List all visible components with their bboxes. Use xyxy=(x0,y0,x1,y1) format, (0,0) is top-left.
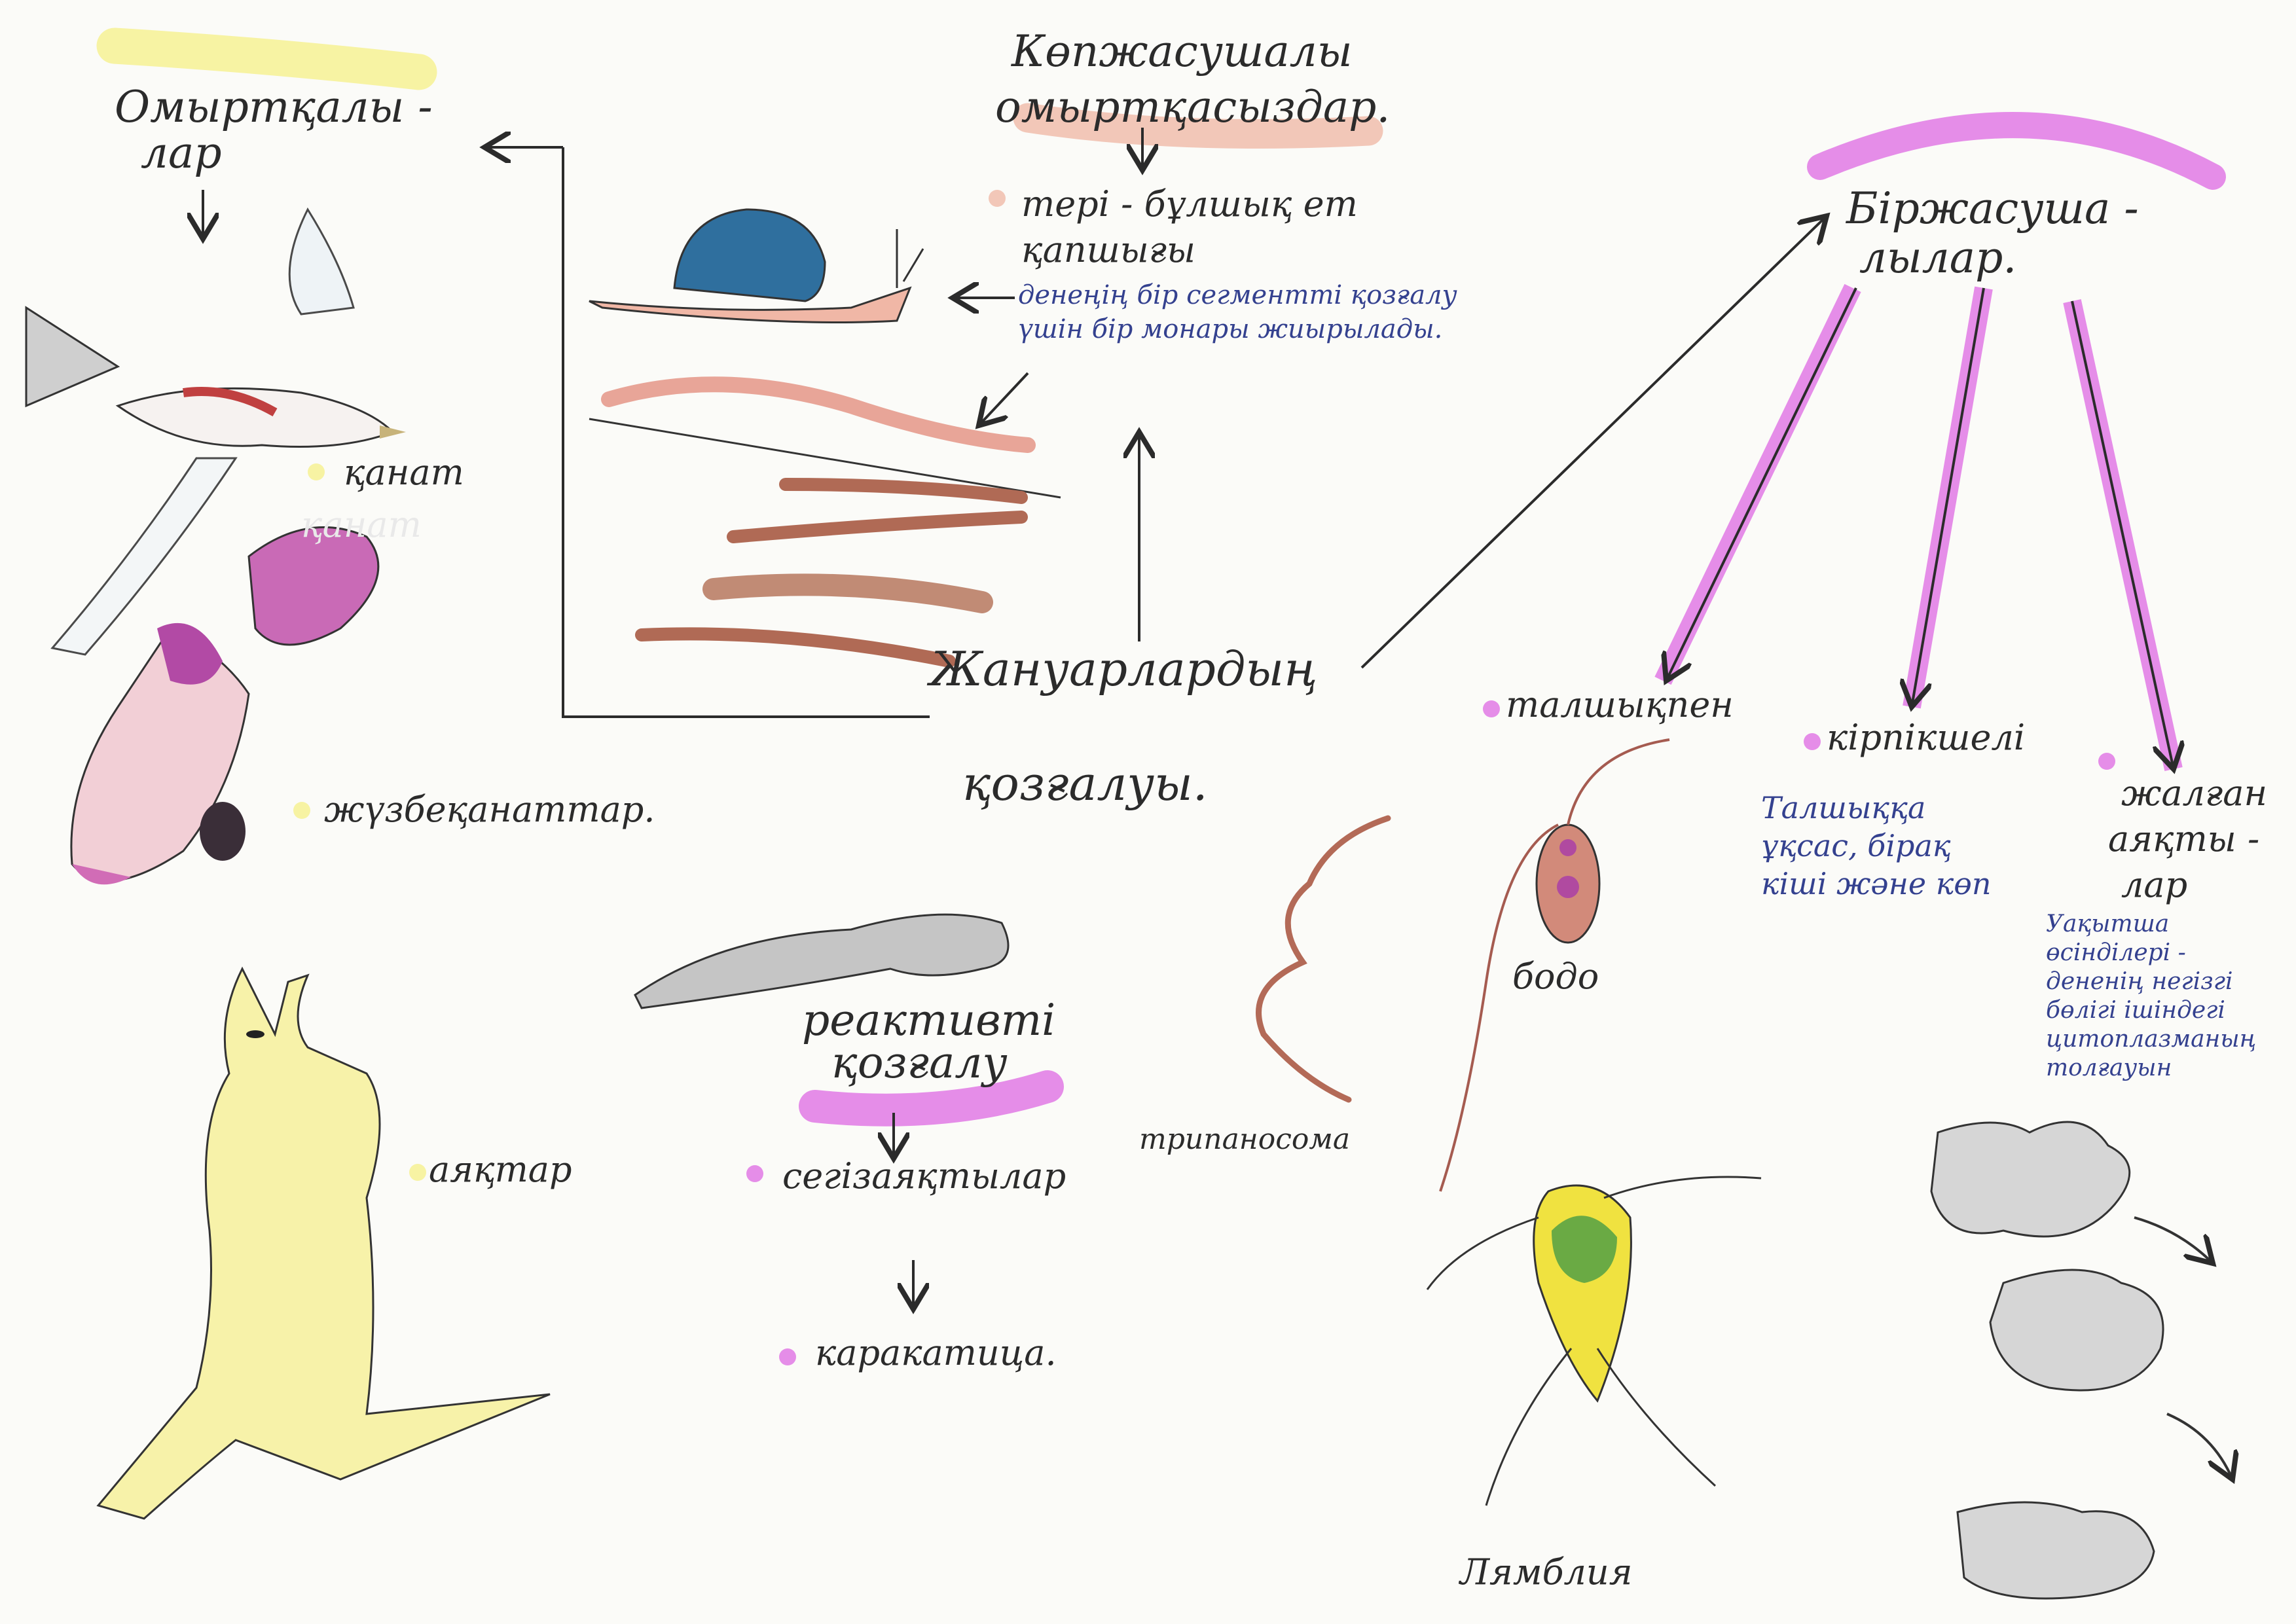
vertebrates-heading-line2: лар xyxy=(141,128,222,178)
giardia-drawing xyxy=(1426,1176,1762,1506)
vertebrate-fins-label: жүзбеқанаттар. xyxy=(324,789,655,830)
vertebrates-heading-line1: Омыртқалы - xyxy=(115,82,433,132)
cuttlefish-label: каракатица. xyxy=(815,1332,1057,1373)
pseudopod-label-line2: аяқты - xyxy=(2108,818,2260,859)
branch-cilia-ink xyxy=(1912,287,1985,707)
skin-muscle-sac-label: тері - бұлшық ет xyxy=(1021,183,1358,225)
reactive-heading-line2: қозғалу xyxy=(831,1038,1008,1088)
box-frame xyxy=(562,147,930,718)
bullet-dot xyxy=(989,190,1006,207)
branch-pseudopod-ink xyxy=(2071,300,2174,769)
reactive-heading-line1: реактивті xyxy=(802,995,1056,1045)
bullet-dot xyxy=(2098,753,2115,770)
skin-muscle-sac-label-line2: қапшығы xyxy=(1021,229,1196,270)
bodo-label: бодо xyxy=(1512,956,1599,997)
pseudopod-label-line1: жалған xyxy=(2121,772,2268,814)
unicellular-heading-line2: лылар. xyxy=(1859,232,2017,283)
invertebrates-heading-line1: Көпжасушалы xyxy=(1011,26,1353,77)
trypanosoma-label: трипаносома xyxy=(1139,1123,1351,1156)
giardia-label: Лямблия xyxy=(1460,1551,1633,1593)
unicellular-heading-line1: Біржасуша - xyxy=(1846,183,2139,234)
bullet-dot xyxy=(409,1164,426,1181)
fish-drawing xyxy=(70,526,380,885)
snail-drawing xyxy=(589,208,924,323)
diagram-title-line1: Жануарлардың xyxy=(930,641,1318,696)
arrow-title-to-unicellular xyxy=(1360,216,1827,669)
worm-drawings xyxy=(589,376,1061,668)
branch-flagellum xyxy=(1654,283,1861,685)
cilia-note: Талшыққа ұқсас, бірақ кіші және көп xyxy=(1761,790,1992,901)
octopus-label: сегізаяқтылар xyxy=(782,1155,1066,1197)
pink-highlight xyxy=(1013,103,1383,149)
bullet-dot xyxy=(746,1165,763,1182)
trypanosoma-drawing xyxy=(1256,815,1391,1103)
bullet-dot xyxy=(1483,700,1500,717)
yellow-highlight xyxy=(96,27,437,90)
diagram-title-line2: қозғалуы. xyxy=(962,756,1208,811)
segment-contraction-note: денеңің бір сегментті қозғалу үшін бір м… xyxy=(1018,280,1457,344)
invertebrates-heading-line2: омыртқасыздар. xyxy=(995,82,1391,132)
cilia-label: кірпікшелі xyxy=(1827,717,2026,758)
magenta-highlight-reactive xyxy=(799,1070,1064,1127)
arrow-tip xyxy=(1342,655,1375,681)
vertebrate-wing-label: қанат xyxy=(344,452,464,493)
magenta-arc xyxy=(1807,112,2226,190)
amoeba-drawings xyxy=(1930,1121,2232,1600)
vertebrate-legs-label: аяқтар xyxy=(429,1149,572,1190)
pseudopod-label-line3: лар xyxy=(2121,864,2188,905)
bullet-dot xyxy=(293,802,310,819)
kangaroo-drawing xyxy=(96,966,551,1520)
branch-flagellum-ink xyxy=(1666,287,1857,681)
arrow-to-worm xyxy=(979,372,1029,425)
bullet-dot xyxy=(779,1348,796,1365)
bullet-dot xyxy=(1804,733,1821,750)
flagellum-label: талшықпен xyxy=(1506,684,1734,725)
bullet-dot xyxy=(308,463,325,480)
vertebrate-wing-label-faded: қанат xyxy=(301,504,422,545)
bodo-drawing xyxy=(1439,738,1670,1192)
squid-drawing xyxy=(634,913,1010,1009)
bird-drawing xyxy=(25,207,406,656)
pseudopod-note: Уақытша өсінділері - дененің негізгі бөл… xyxy=(2046,911,2257,1081)
